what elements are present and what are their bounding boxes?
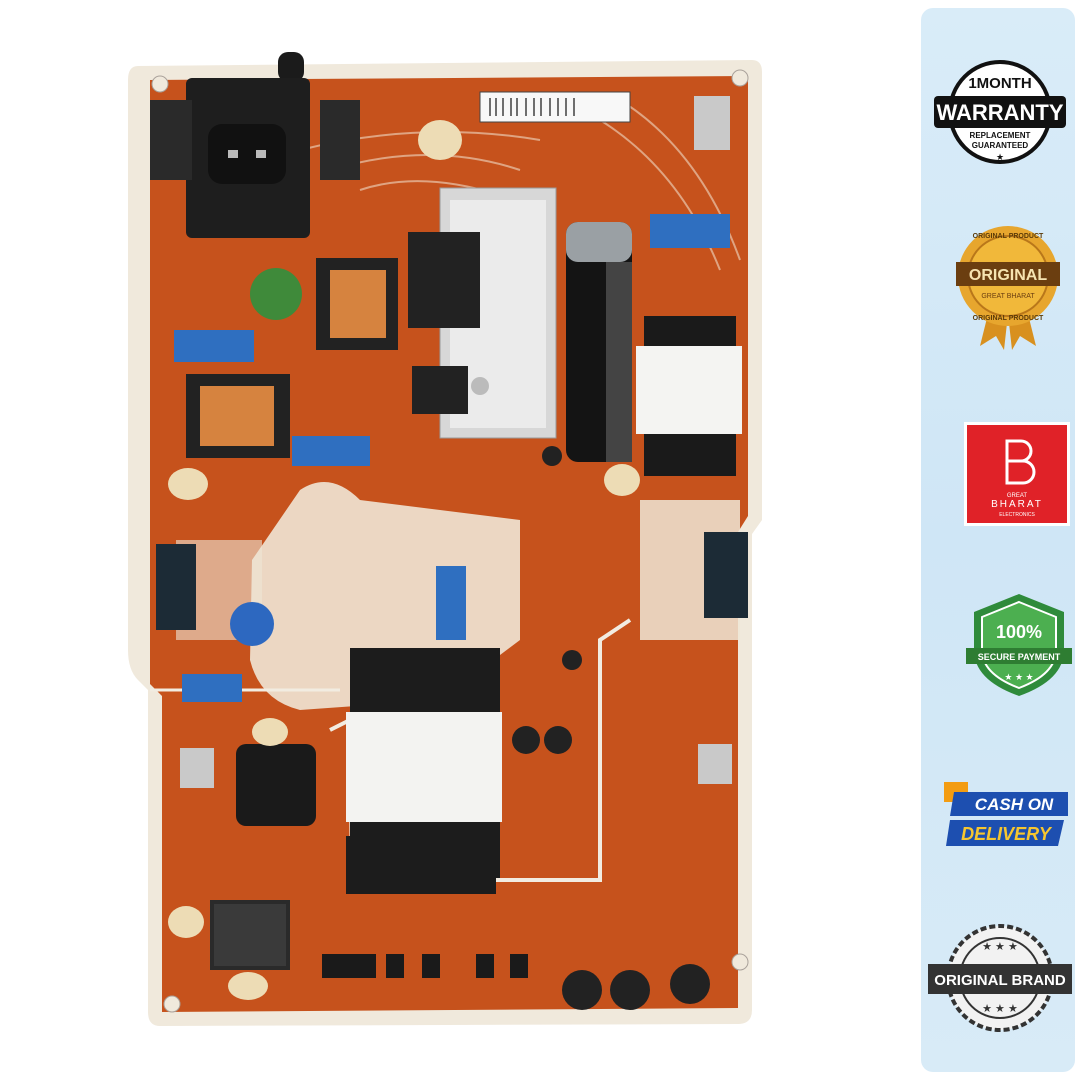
- warranty-line2: WARRANTY: [936, 100, 1063, 125]
- bharat-b-icon: GREAT BHARAT ELECTRONICS: [991, 439, 1043, 518]
- secondary-caps: [210, 900, 290, 970]
- warranty-line3: REPLACEMENT: [970, 131, 1031, 140]
- lug-3: [698, 744, 732, 784]
- original-brand-badge: ★ ★ ★ ORIGINAL BRAND ★ ★ ★: [928, 924, 1072, 1032]
- warranty-line4: GUARANTEED: [972, 141, 1029, 150]
- power-supply-board-photo: [128, 52, 762, 1026]
- film-cap-3: [650, 214, 730, 248]
- connector-cn803: [704, 532, 748, 618]
- logo-name: BHARAT: [991, 499, 1043, 510]
- pfc-transformer: [636, 316, 742, 476]
- y-cap: [230, 602, 274, 646]
- lug-2: [180, 748, 214, 788]
- film-cap-5: [182, 674, 242, 702]
- secure-percent: 100%: [996, 622, 1042, 642]
- logo-small-bottom: ELECTRONICS: [999, 512, 1035, 518]
- star-icon: ★ ★ ★: [982, 941, 1018, 953]
- original-ring-top: ORIGINAL PRODUCT: [973, 233, 1044, 240]
- cod-line2: DELIVERY: [961, 824, 1053, 844]
- brand-text: ORIGINAL BRAND: [934, 972, 1066, 989]
- film-cap-2: [292, 436, 370, 466]
- diode-rows: [322, 954, 528, 978]
- common-mode-choke: [186, 258, 398, 458]
- great-bharat-logo: GREAT BHARAT ELECTRONICS: [964, 422, 1070, 526]
- glue-blobs: [168, 120, 640, 1000]
- heatsink: [408, 187, 557, 439]
- badge-panel: [921, 8, 1075, 1072]
- logo-small-top: GREAT: [1007, 493, 1028, 499]
- warranty-line1: 1MONTH: [968, 75, 1031, 92]
- star-icon: ★ ★ ★: [982, 1003, 1018, 1015]
- cod-line1: CASH ON: [975, 795, 1054, 814]
- ac-input-connector: [150, 52, 360, 238]
- main-transformer: [346, 648, 502, 894]
- lug-1: [694, 96, 730, 150]
- film-cap-4: [436, 566, 466, 640]
- serial-sticker: [479, 91, 631, 123]
- secure-payment-badge: 100% SECURE PAYMENT ★ ★ ★: [966, 594, 1072, 696]
- cash-on-delivery-badge: CASH ON DELIVERY: [944, 782, 1068, 846]
- film-cap-1: [174, 330, 254, 362]
- original-inner-small: GREAT BHARAT: [981, 293, 1035, 300]
- choke-black: [236, 744, 316, 826]
- connector-cn802: [156, 544, 196, 630]
- original-ring-bottom: ORIGINAL PRODUCT: [973, 315, 1044, 322]
- warranty-badge: 1MONTH WARRANTY REPLACEMENT GUARANTEED ★: [934, 60, 1066, 164]
- original-center: ORIGINAL: [969, 267, 1047, 284]
- output-capacitors: [512, 446, 710, 1010]
- secure-line1: SECURE PAYMENT: [978, 652, 1061, 662]
- bulk-capacitor: [566, 222, 632, 462]
- star-icon: ★: [996, 152, 1004, 162]
- varistor: [250, 268, 302, 320]
- original-product-badge: ORIGINAL PRODUCT ORIGINAL GREAT BHARAT O…: [956, 226, 1060, 350]
- star-icon: ★ ★ ★: [1004, 672, 1033, 682]
